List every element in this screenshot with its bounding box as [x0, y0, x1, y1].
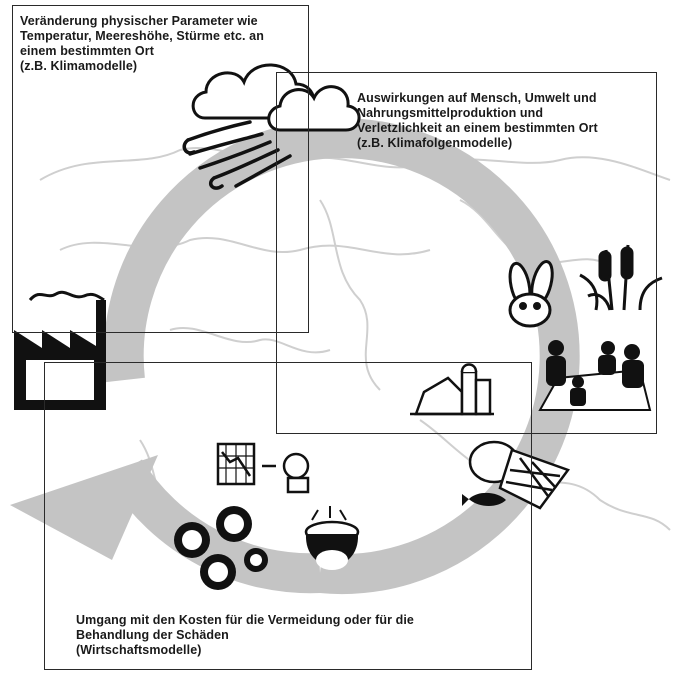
physical-line-3: einem bestimmten Ort [20, 44, 154, 58]
costs-label: Umgang mit den Kosten für die Vermeidung… [76, 613, 414, 658]
costs-line-1: Umgang mit den Kosten für die Vermeidung… [76, 613, 414, 627]
costs-box [44, 362, 532, 670]
cycle-arrow [10, 118, 580, 595]
money-pot-icon [304, 506, 360, 570]
impacts-line-1: Auswirkungen auf Mensch, Umwelt und [357, 91, 597, 105]
wind-icon [182, 120, 292, 190]
physical-line-1: Veränderung physischer Parameter wie [20, 14, 258, 28]
cattail-icon [579, 244, 663, 311]
cloud-icon [191, 63, 361, 132]
impacts-box [276, 72, 657, 434]
physical-parameters-box [12, 5, 309, 333]
factory-icon [14, 290, 106, 410]
physical-parameters-label: Veränderung physischer Parameter wie Tem… [20, 14, 264, 74]
farm-barn-icon [410, 363, 494, 416]
currency-gears-icon [174, 506, 268, 590]
chart-analyst-icon [216, 442, 310, 494]
rabbit-icon [508, 260, 554, 328]
physical-line-2: Temperatur, Meereshöhe, Stürme etc. an [20, 29, 264, 43]
impacts-line-2: Nahrungsmittelproduktion und [357, 106, 544, 120]
costs-line-2: Behandlung der Schäden [76, 628, 229, 642]
fishing-net-icon [468, 440, 571, 510]
fish-icon [462, 492, 506, 506]
impacts-label: Auswirkungen auf Mensch, Umwelt und Nahr… [357, 91, 598, 151]
impacts-line-3: Verletzlichkeit an einem bestimmten Ort [357, 121, 598, 135]
costs-line-3: (Wirtschaftsmodelle) [76, 643, 202, 657]
physical-line-4: (z.B. Klimamodelle) [20, 59, 138, 73]
impacts-line-4: (z.B. Klimafolgenmodelle) [357, 136, 513, 150]
family-picnic-icon [538, 340, 652, 411]
